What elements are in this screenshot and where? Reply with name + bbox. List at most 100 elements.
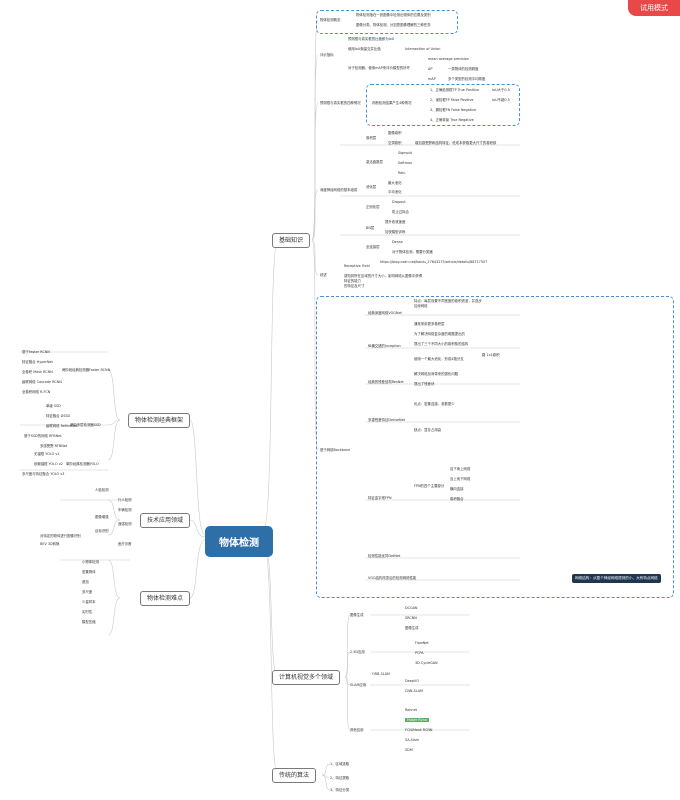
backbone-vgg-3: 通常采用更多卷积层 (414, 322, 445, 326)
backbone-incep-1: 为了解决网络复杂度的难题提出的 (414, 332, 465, 336)
app-item-2: 行人检测 (118, 498, 132, 502)
backbone-fpn-2: 自下而上网络 (450, 467, 471, 471)
tpfp-right-2: IoU不超0.5 (492, 98, 510, 102)
backbone-vgg16: VGG结构改变后的检测网络性能 (368, 576, 417, 580)
backbone-vgg: 经典深度网络VGGNet (368, 311, 402, 315)
topic-classic-frameworks[interactable]: 物体检测经典框架 (128, 413, 191, 428)
trad-item-3: 3、特征分类 (330, 788, 350, 792)
concept-label[interactable]: 物体检测概念 (320, 18, 341, 22)
classic-g1-3: 全卷积 Mask RCNN (22, 370, 53, 374)
backbone-vgg-2: 加深网络 (414, 304, 428, 308)
cv-item-4b: Faster Rcnn (405, 718, 429, 722)
classic-g2-1: 单级 SSD (46, 404, 61, 408)
survey-l2: https://blog.csdn.net/baidu_27643275/art… (380, 260, 488, 264)
metrics-ap3-right: 多个类型的检测平均精度 (448, 77, 486, 81)
cnn-pool: 池化层 (366, 185, 377, 189)
backbone-fpn-4: 横向连接 (450, 487, 464, 491)
metrics-ap3: mAP (428, 77, 436, 81)
tpfp-label[interactable]: 预测框与真实框的四种情况 (320, 101, 361, 105)
backbone-incep-b: 使用一个最大池化，形成4路分支 (414, 357, 464, 361)
app-item-1: 人脸检测 (95, 488, 109, 492)
topic-basics[interactable]: 基础知识 (272, 233, 311, 248)
classic-group-2: 单阶多层检测器SSD (70, 423, 101, 427)
metrics-ap2-right: 一类物体的检测精度 (448, 67, 479, 71)
app-note-4: BEV 3D转换 (40, 542, 60, 546)
trial-mode-badge[interactable]: 试用模式 (628, 0, 680, 16)
cnn-reg-2: 防止过拟合 (392, 210, 409, 214)
cnn-pool-2: 平均池化 (388, 190, 402, 194)
cv-item-2c: 3D CycleGAN (415, 661, 438, 665)
backbone-label[interactable]: 基于网络Backbone (320, 448, 351, 452)
backbone-fpn-3: 自上而下网络 (450, 477, 471, 481)
classic-g3-2: 依赖锚框 YOLO v2 (34, 462, 63, 466)
metrics-iou: 预测框与真实框的比值即为IoU (348, 37, 395, 41)
metrics-ap2: AP (428, 67, 433, 71)
backbone-fpn: 特征金字塔FPN (368, 496, 392, 500)
app-item-4: 遥感检测 (118, 522, 132, 526)
topic-traditional[interactable]: 传统的算法 (272, 768, 317, 783)
classic-g1-2: 特征融合 HyperNet (22, 360, 53, 364)
tpfp-box (366, 84, 520, 126)
metrics-ap1: mean average precision (428, 57, 469, 61)
cnn-reg-1: Dropout (392, 200, 406, 204)
topic-difficulties[interactable]: 物体检测难点 (140, 591, 191, 606)
hard-item-1: 小物体检测 (82, 560, 99, 564)
cnn-fc: 全连接层 (366, 245, 380, 249)
backbone-det: 检测性能优异DetNet (368, 554, 401, 558)
backbone-dense-1: 优点：密集连接，参数更少 (414, 402, 455, 406)
tpfp-item-3: 3、漏检框FN False Negative (430, 108, 477, 112)
cnn-label[interactable]: 深度神经网络的基本组成 (320, 188, 358, 192)
concept-box (316, 10, 458, 34)
central-topic[interactable]: 物体检测 (205, 526, 273, 557)
backbone-fpn-1: FPN的四个主要部分 (414, 484, 445, 488)
topic-applications[interactable]: 技术应用领域 (140, 513, 191, 528)
survey-l1: Receptive Field (344, 264, 370, 268)
cnn-bn: BN层 (366, 226, 375, 230)
cv-item-1b: SRCNN (405, 616, 417, 620)
survey-l4: 特征的能力 (344, 279, 361, 283)
tpfp-item-4: 4、正确背景 True Negative (430, 118, 474, 122)
hard-item-4: 多尺度 (82, 590, 93, 594)
survey-l3: 感知到所在区域的尺寸大小，影响网络从图像中获得 (344, 274, 422, 278)
cv-item-1: 图像生成 (350, 613, 364, 617)
hard-item-3: 遮挡 (82, 580, 89, 584)
backbone-summary[interactable]: 网络结构：从整个神经网络提到的小、大有特点网络 (572, 574, 661, 583)
cv-item-4e: SDM (405, 748, 413, 752)
classic-g1-5: 全卷积网络 R-FCN (22, 390, 51, 394)
cv-item-2: 2.5D应用 (350, 650, 365, 654)
classic-group-3: 单阶经典检测器YOLO (66, 462, 99, 466)
backbone-incep-a: 提出了三个不同大小的卷积核的结构 (414, 342, 469, 346)
survey-label[interactable]: 综述 (320, 273, 327, 277)
trad-item-2: 2、特征提取 (330, 776, 350, 780)
backbone-res: 经典的残差结构ResNet (368, 380, 404, 384)
topic-cv-fields[interactable]: 计算机视觉多个领域 (272, 670, 341, 685)
cnn-act-3: Relu (398, 171, 406, 175)
app-item-3: 车辆检测 (118, 508, 132, 512)
backbone-incep: 纵横交错的Inception (368, 344, 401, 348)
backbone-res-2: 提出了残差块 (414, 382, 435, 386)
cv-item-1a: DCGAN (405, 606, 418, 610)
classic-group-1: 两阶段经典检测器Faster RCNN (62, 368, 111, 372)
cv-item-4a: Ronnet (405, 708, 417, 712)
cnn-pool-1: 最大池化 (388, 181, 402, 185)
hard-item-7: 模型压缩 (82, 620, 96, 624)
cnn-fc-1: Dense (392, 240, 403, 244)
cnn-bn-2: 加快模型训练 (385, 230, 406, 234)
backbone-box (316, 296, 674, 598)
cnn-act-2: Softmax (398, 161, 413, 165)
tpfp-right-1: IoU大于0.5 (492, 88, 510, 92)
cnn-act: 激活函数层 (366, 160, 383, 164)
cnn-fc-2: 对于物体检测，需要分类器 (392, 250, 433, 254)
cnn-conv-b: 空洞卷积 (388, 141, 402, 145)
tpfp-sub: 判断检测结果产生4种情况 (372, 101, 412, 105)
metrics-label[interactable]: 评价指标 (320, 53, 334, 57)
app-item-5: 医疗诊断 (118, 542, 132, 546)
cnn-bn-1: 提升收敛速度 (385, 220, 406, 224)
concept-line-1: 物体检测指在一张图像中检测出物体的位置及类别 (356, 13, 431, 17)
tpfp-item-1: 1、正确检测框TP True Positive (430, 88, 480, 92)
cnn-act-1: Sigmoid (398, 151, 412, 155)
cv-item-4: 其他应用 (350, 728, 364, 732)
cv-item-3a: ORB-SLAM (372, 672, 390, 676)
hard-item-2: 密集物体 (82, 570, 96, 574)
backbone-vgg-1: 特点：每层设置不同宽度的卷积滤波，并逐步 (414, 299, 482, 303)
